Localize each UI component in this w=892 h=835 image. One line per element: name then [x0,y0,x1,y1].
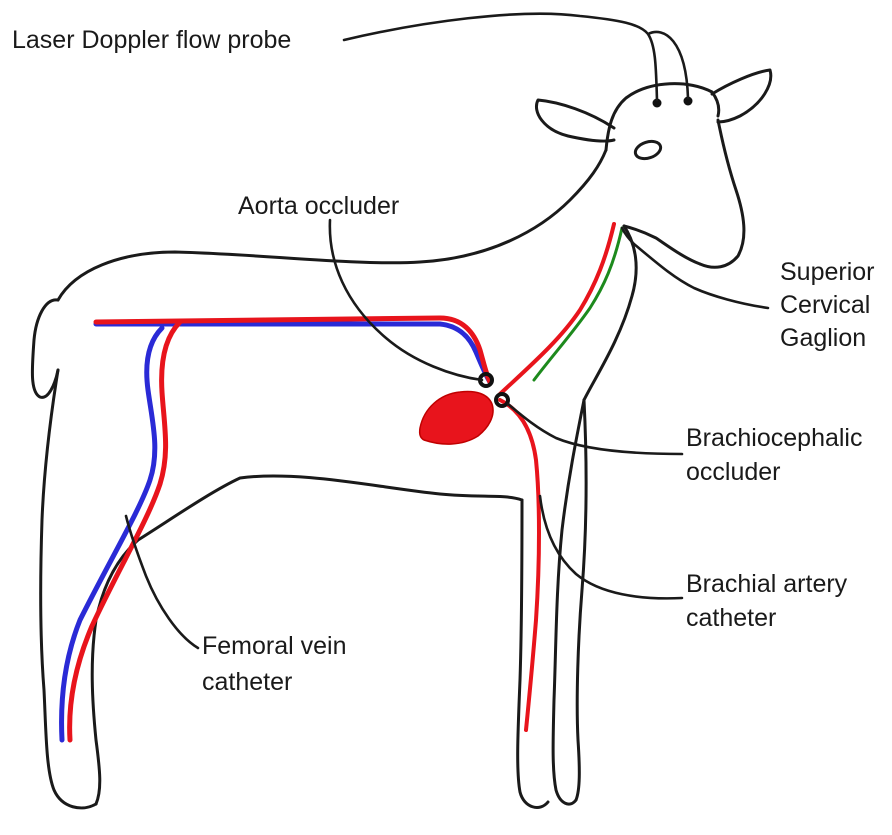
hind-leg-outer-outline [41,370,96,808]
cervical-nerve [534,228,622,380]
neck-front-outline [584,226,636,400]
back-outline [58,150,606,300]
superior-cervical-label-line3: Gaglion [780,324,866,352]
eye-outline [633,138,663,161]
aorta-occluder-leader [330,220,482,380]
left-ear-outline [536,100,614,141]
aorta-vessel [96,318,490,382]
head-outline [606,84,719,150]
superior-cervical-leader [622,228,768,308]
femoral-vein-catheter-label-line1: Femoral vein [202,632,347,660]
muzzle-outline [700,120,744,267]
leader-lines [126,14,768,648]
superior-cervical-label-line1: Superior [780,258,875,286]
brachiocephalic-occluder-label-line1: Brachiocephalic [686,424,863,452]
laser-doppler-label: Laser Doppler flow probe [12,26,291,54]
brachial-artery-catheter-label-line1: Brachial artery [686,570,848,598]
belly-outline [138,476,522,540]
superior-cervical-label-line2: Cervical [780,291,870,319]
sheep-outline [32,70,770,808]
brachial-artery-catheter-label-line2: catheter [686,604,776,632]
labels: Laser Doppler flow probe Aorta occluder … [12,26,875,696]
laser-doppler-leader [344,14,688,100]
heart [420,392,493,445]
front-leg-back-outline [576,400,586,800]
brachiocephalic-occluder-label-line2: occluder [686,458,781,486]
femoral-vein-catheter-label-line2: catheter [202,668,292,696]
tail-outline [32,300,58,398]
right-ear-outline [712,70,771,122]
aorta-occluder-label: Aorta occluder [238,192,399,220]
carotid-artery-vessel [500,224,614,394]
